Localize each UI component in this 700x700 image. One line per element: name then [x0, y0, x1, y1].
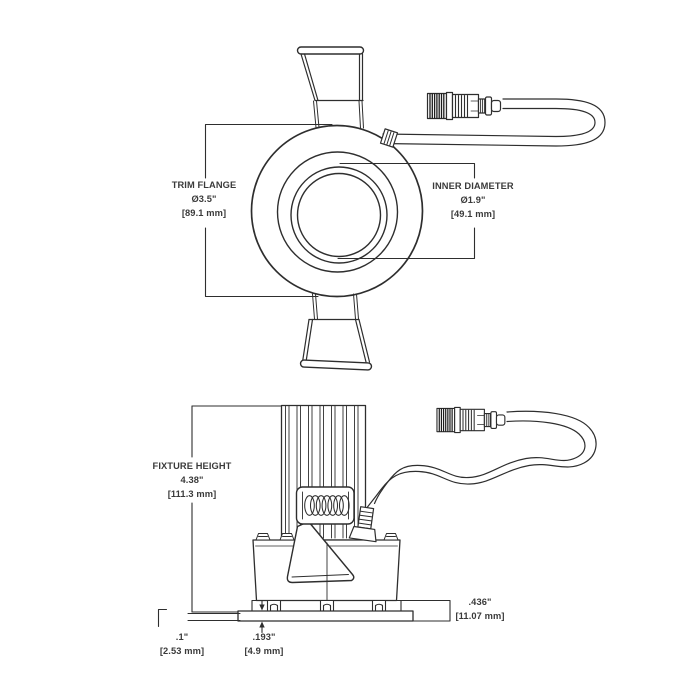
fixture-height-name: FIXTURE HEIGHT — [152, 461, 232, 471]
trim-flange-name: TRIM FLANGE — [171, 180, 237, 190]
mounting-tabs — [266, 599, 387, 612]
trim-flange-mm: [89.1 mm] — [181, 208, 227, 218]
inner-diameter-dimension — [337, 162, 476, 260]
clip-arm — [286, 520, 355, 584]
inner-diameter-mm: [49.1 mm] — [450, 209, 496, 219]
fixture-height-mm: [111.3 mm] — [167, 489, 217, 499]
connector-side — [436, 406, 506, 434]
cable-gland-top — [379, 128, 399, 148]
inner-diameter-name: INNER DIAMETER — [432, 181, 514, 191]
flange-overall-mm: [11.07 mm] — [455, 611, 505, 621]
flange-overall-label: .436" [11.07 mm] — [448, 595, 512, 623]
inner-diameter-label: INNER DIAMETER Ø1.9" [49.1 mm] — [421, 179, 525, 221]
flange-lip-inches: .1" — [175, 632, 189, 642]
top-view — [204, 46, 606, 371]
plate-thickness-inches: .193" — [252, 632, 276, 642]
trim-flange-rings — [250, 124, 424, 298]
fixture-height-label: FIXTURE HEIGHT 4.38" [111.3 mm] — [140, 459, 244, 501]
trim-flange-label: TRIM FLANGE Ø3.5" [89.1 mm] — [152, 178, 256, 220]
inner-diameter-inches: Ø1.9" — [460, 195, 486, 205]
plate-thickness-mm: [4.9 mm] — [244, 646, 284, 656]
fixture-height-inches: 4.38" — [180, 475, 204, 485]
cable-gland-side — [348, 506, 377, 543]
cable-top — [379, 98, 606, 148]
spring-clip-bottom — [299, 293, 373, 371]
torsion-spring-coil — [304, 495, 350, 516]
flange-overall-dimension — [400, 599, 451, 622]
fixture-height-dimension — [191, 405, 283, 613]
trim-flange-dimension — [204, 123, 333, 298]
can-screws — [255, 533, 399, 541]
side-view — [157, 404, 597, 634]
trim-plate — [237, 599, 414, 622]
flange-lip-dimension — [157, 608, 241, 628]
trim-flange-inches: Ø3.5" — [191, 194, 217, 204]
flange-lip-label: .1" [2.53 mm] — [147, 630, 217, 658]
flange-lip-mm: [2.53 mm] — [159, 646, 205, 656]
connector-top — [426, 91, 502, 121]
torsion-spring-bracket — [295, 486, 355, 525]
plate-thickness-label: .193" [4.9 mm] — [229, 630, 299, 658]
cable-side — [366, 410, 597, 508]
spring-clip-top — [296, 46, 365, 129]
flange-overall-inches: .436" — [468, 597, 492, 607]
plate-thickness-dimension — [259, 599, 265, 634]
